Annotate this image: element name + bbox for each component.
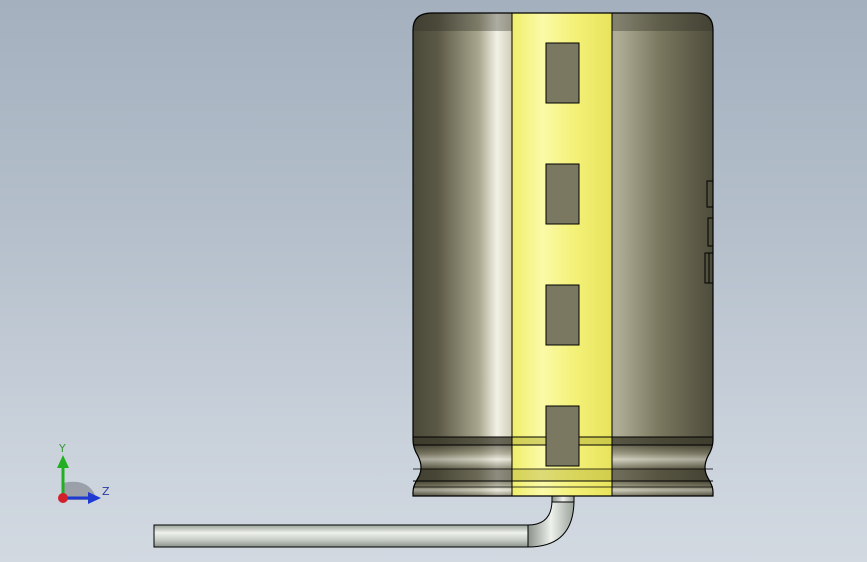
lead-wire[interactable]	[153, 493, 575, 548]
x-axis-dot	[58, 493, 68, 503]
y-axis-arrow	[57, 455, 69, 468]
z-axis-label: Z	[102, 485, 110, 498]
reference-triad: Y Z	[40, 440, 120, 510]
polarity-mark	[545, 405, 580, 467]
polarity-mark	[545, 163, 580, 225]
z-axis-arrow	[88, 492, 101, 504]
y-axis-label: Y	[59, 442, 66, 455]
edge-marking-glyphs	[704, 180, 714, 284]
polarity-mark	[545, 42, 580, 104]
polarity-marks	[545, 42, 580, 467]
polarity-mark	[545, 284, 580, 346]
